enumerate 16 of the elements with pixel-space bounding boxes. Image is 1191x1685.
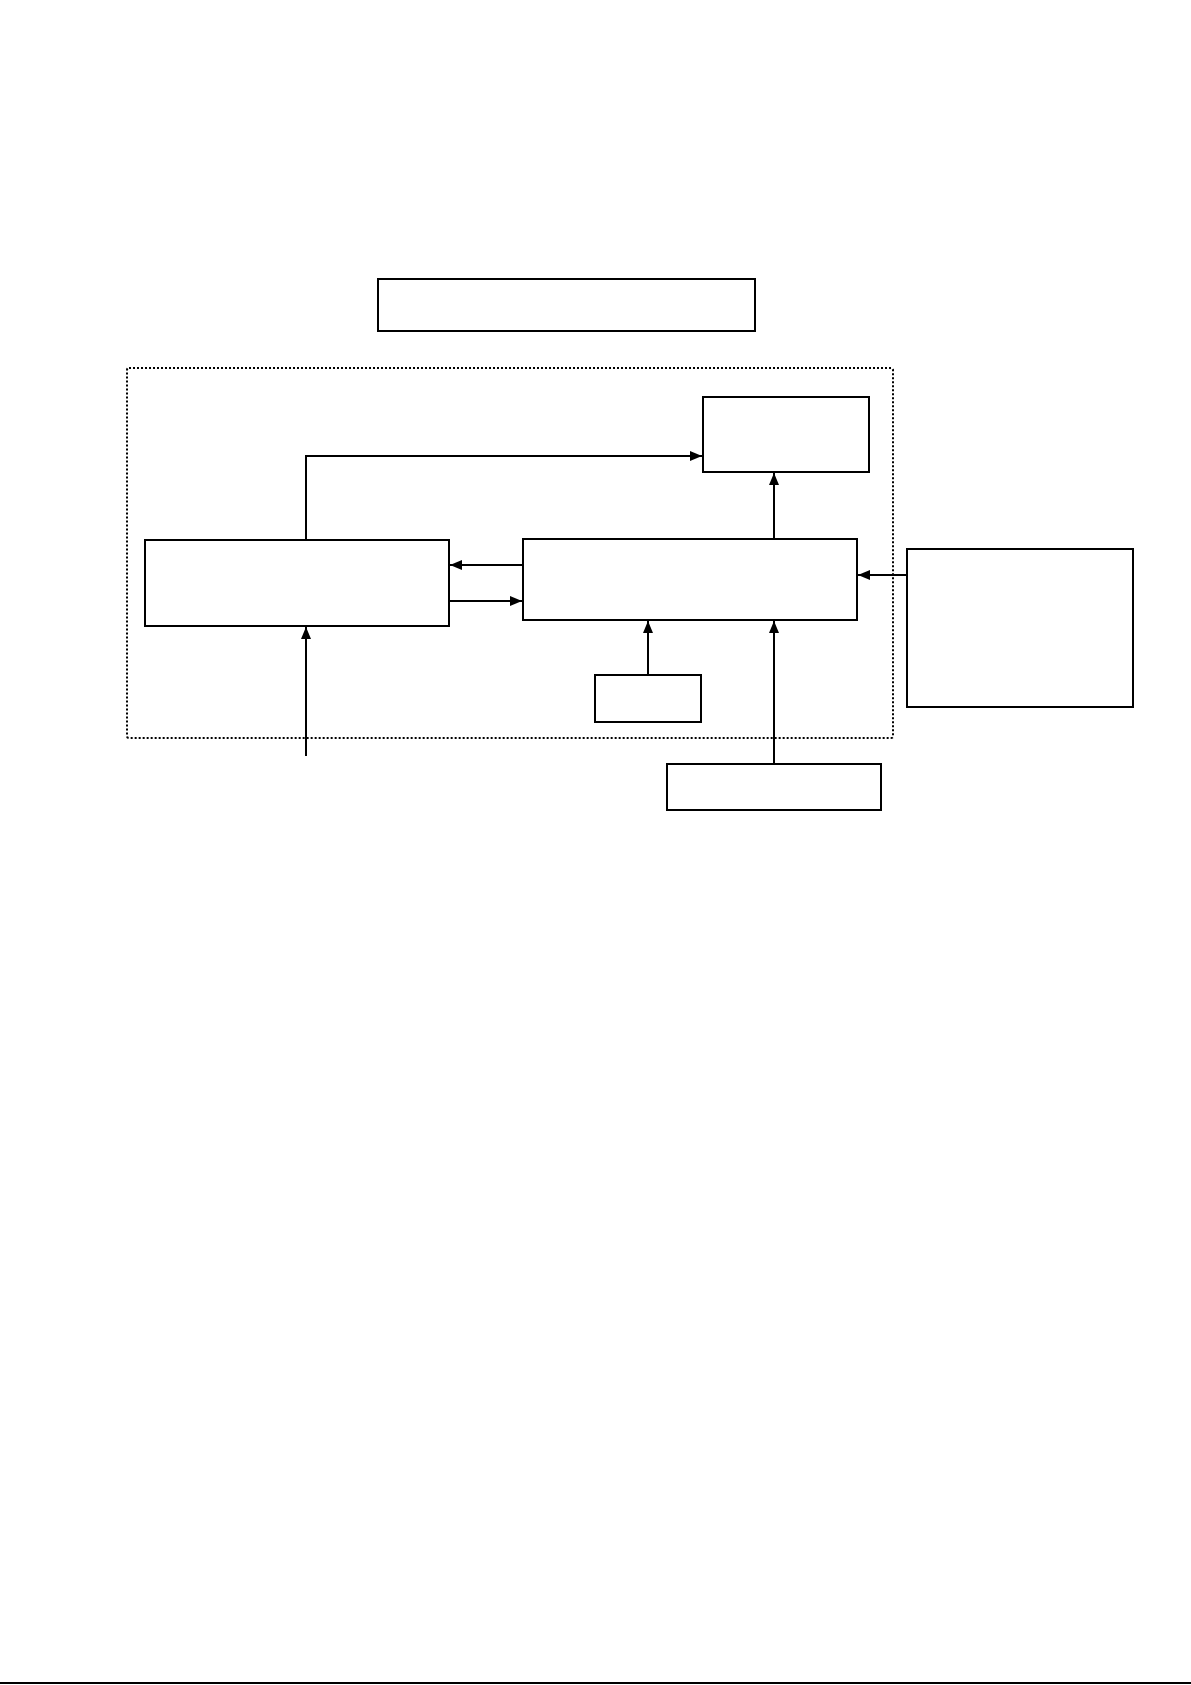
process-box	[377, 278, 756, 332]
arrow	[857, 570, 907, 580]
process-box	[906, 548, 1134, 708]
arrow	[301, 626, 311, 757]
arrow	[643, 620, 653, 675]
arrow	[449, 560, 523, 570]
arrow	[305, 451, 703, 540]
process-box	[144, 539, 450, 627]
process-box	[594, 674, 702, 723]
process-box	[666, 763, 882, 811]
process-box	[522, 538, 858, 621]
arrow	[769, 472, 779, 539]
arrow	[449, 596, 523, 606]
arrow	[769, 620, 779, 764]
dotted-group-box	[126, 367, 894, 739]
process-box	[702, 396, 870, 473]
